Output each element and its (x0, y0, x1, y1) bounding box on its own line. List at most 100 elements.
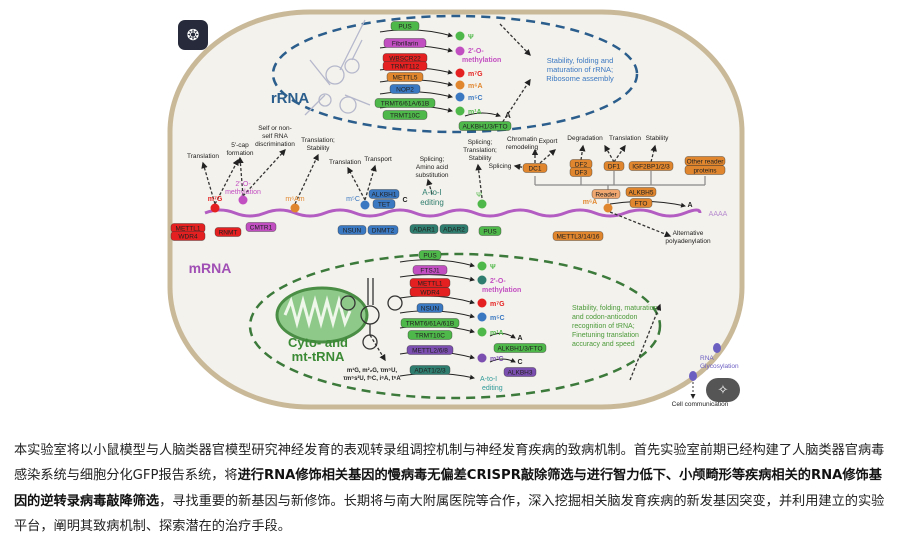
figure-label: AAAA (709, 211, 728, 218)
enzyme-box: ALKBH1/3/FTO (493, 343, 547, 353)
enzyme-box: DC1 (522, 163, 548, 173)
figure-label: m⁶Am (285, 196, 304, 203)
paragraph-text-1: 本实验室将以小鼠模型与人脑类器官模型研究神经发育的表观转录组调控机制与神经发育疾… (14, 443, 885, 484)
enzyme-box: METTL5 (386, 72, 424, 82)
modification-dot (360, 200, 370, 210)
figure-label: mRNA (189, 260, 232, 276)
modification-dot (455, 68, 465, 78)
figure-label: m⁵C (490, 315, 505, 322)
enzyme-label: METTL2/6/8 (412, 348, 448, 355)
enzyme-box: ALKBH5 (625, 187, 657, 197)
enzyme-box: TRMT6/61A/61B (374, 98, 436, 108)
enzyme-label: PUS (398, 24, 412, 31)
modification-dot (455, 46, 465, 56)
modification-dot (477, 261, 487, 271)
figure-label: Self or non- (258, 125, 292, 132)
figure-label: mt-tRNA (292, 349, 345, 364)
mitochondrion-icon (275, 286, 369, 344)
enzyme-box: CMTR1 (245, 222, 277, 232)
figure-label: m¹A (468, 109, 482, 116)
description-paragraph: 本实验室将以小鼠模型与人脑类器官模型研究神经发育的表观转录组调控机制与神经发育疾… (14, 438, 892, 540)
figure-label: Translation (187, 153, 219, 160)
figure-label: Translation (329, 159, 361, 166)
enzyme-label: ALKBH1/3/FTO (462, 124, 507, 131)
enzyme-label: ALKBH3 (508, 370, 533, 377)
enzyme-box: ADAR1 (409, 224, 439, 234)
enzyme-box: ALKBH3 (503, 367, 537, 377)
enzyme-box: METTL3/14/16 (552, 231, 604, 241)
enzyme-label: WBSCR22 (389, 56, 421, 63)
figure-label: m⁷G (208, 196, 223, 203)
figure-label: A-to-I (480, 376, 497, 383)
figure-label: Stability (307, 145, 331, 152)
modification-dot (477, 275, 487, 285)
figure-label: discrimination (255, 141, 295, 148)
glycan-icon (689, 343, 721, 399)
enzyme-label: Other reader (687, 159, 725, 166)
figure-label: Splicing; (468, 139, 493, 146)
enzyme-box: DF1 (603, 161, 625, 171)
figure-label: Chromatin (507, 136, 537, 143)
enzyme-label: TRMT112 (391, 64, 420, 71)
enzyme-box: METTL1 (409, 278, 451, 288)
enzyme-label: WDR4 (178, 234, 198, 241)
enzyme-label: DNMT2 (372, 228, 395, 235)
enzyme-label: proteins (693, 168, 717, 175)
enzyme-box: TET (372, 199, 396, 209)
enzyme-label: METTL1 (418, 281, 443, 288)
figure-label: Ψ (468, 34, 474, 41)
ai-brain-button[interactable]: ❂ (178, 20, 208, 50)
enzyme-box: TRMT6/61A/61B (400, 318, 460, 328)
enzyme-box: PUS (418, 250, 442, 260)
figure-label: methylation (225, 189, 261, 196)
rrna-region (271, 14, 639, 134)
enzyme-label: ALKBH1/3/FTO (497, 346, 542, 353)
figure-label: A (505, 111, 511, 120)
enzyme-box: ALKBH1/3/FTO (458, 121, 512, 131)
enzyme-box: proteins (684, 165, 726, 175)
figure-label: m⁵C (468, 95, 483, 102)
modification-dot (455, 31, 465, 41)
enzyme-label: CMTR1 (250, 225, 273, 232)
figure-label: formation (226, 150, 253, 157)
figure-label: editing (420, 198, 444, 207)
rna-modification-figure: PUSFibrillarinWBSCR22TRMT112METTL5NOP2TR… (167, 9, 745, 410)
figure-label: Translation; (301, 137, 335, 144)
magic-wand-button[interactable]: ✧ (706, 378, 740, 402)
enzyme-box: WDR4 (170, 231, 206, 241)
figure-label: C (517, 359, 522, 366)
enzyme-label: Reader (595, 192, 617, 199)
figure-label: Stability (646, 135, 670, 142)
enzyme-label: ALKBH1 (372, 192, 397, 199)
figure-label: A (687, 202, 692, 209)
figure-label: polyadenylation (665, 238, 711, 245)
enzyme-label: DC1 (528, 166, 541, 173)
figure-label: Stability (469, 155, 493, 162)
figure-label: 2'-O- (468, 48, 484, 55)
trna-region (248, 252, 662, 400)
figure-label: substitution (416, 172, 449, 179)
figure-label: methylation (462, 57, 501, 64)
figure-label: and codon-anticodon (572, 314, 637, 321)
figure-label: Splicing (489, 163, 512, 170)
enzyme-box: TRMT10C (382, 110, 428, 120)
enzyme-box: ADAT1/2/3 (409, 365, 451, 375)
figure-label: maturation of rRNA; (547, 65, 613, 74)
enzyme-box: FTO (629, 198, 653, 208)
enzyme-label: NSUN (343, 228, 362, 235)
figure-label: accuracy and speed (572, 341, 635, 348)
enzyme-label: METTL3/14/16 (557, 234, 600, 241)
modification-dot (603, 203, 613, 213)
enzyme-box: PUS (390, 21, 420, 31)
figure-label: m⁶A (583, 199, 598, 206)
enzyme-box: FTSJ1 (412, 265, 448, 275)
enzyme-label: TRMT6/61A/61B (406, 321, 454, 328)
figure-label: Ψ (490, 264, 496, 271)
figure-label: editing (482, 385, 503, 392)
enzyme-label: DF2 (575, 162, 588, 169)
enzyme-label: TRMT10C (415, 333, 445, 340)
figure-label: Translation (609, 135, 641, 142)
enzyme-label: FTSJ1 (420, 268, 440, 275)
enzyme-box: TRMT112 (382, 61, 428, 71)
modification-dot (210, 203, 220, 213)
